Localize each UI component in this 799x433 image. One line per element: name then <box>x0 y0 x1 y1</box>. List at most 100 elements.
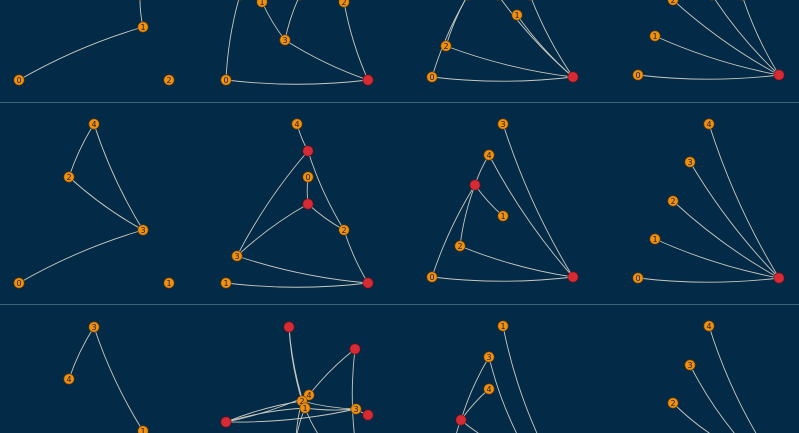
graph-node-special <box>455 414 467 426</box>
graph-node-label: 0 <box>16 76 21 85</box>
graph-node <box>220 277 232 289</box>
graph-node-label: 1 <box>140 427 145 433</box>
graph-node-label: 3 <box>486 353 491 362</box>
graph-node-special <box>469 179 481 191</box>
graph-panel: 341 <box>63 321 149 433</box>
graph-node-label: 4 <box>706 322 711 331</box>
graph-node-label: 2 <box>166 76 171 85</box>
graph-node-label: 1 <box>259 0 264 7</box>
graph-node <box>426 271 438 283</box>
graph-node <box>649 233 661 245</box>
graph-node <box>63 171 75 183</box>
graph-edge <box>307 203 345 231</box>
graph-edge <box>531 0 574 78</box>
graph-node <box>497 118 509 130</box>
graph-node <box>163 74 175 86</box>
graph-node <box>632 69 644 81</box>
graph-edge <box>308 348 356 396</box>
graph-node <box>703 118 715 130</box>
graph-node-label: 0 <box>429 73 434 82</box>
graph-node <box>13 277 25 289</box>
graph-edge <box>225 79 369 85</box>
graph-edge <box>68 123 95 178</box>
graph-node <box>291 118 303 130</box>
graph-node-label: 3 <box>687 158 692 167</box>
graph-node <box>88 118 100 130</box>
graph-node <box>440 40 452 52</box>
graph-node <box>483 149 495 161</box>
graph-edge <box>708 123 780 279</box>
graph-edge <box>654 35 780 76</box>
graph-node-label: 2 <box>670 399 675 408</box>
graph-node <box>483 351 495 363</box>
graph-node <box>88 321 100 333</box>
graph-panel: 134 <box>455 320 538 433</box>
graph-edge <box>343 1 369 81</box>
graph-node <box>279 34 291 46</box>
graph-node <box>338 224 350 236</box>
graph-node <box>137 21 149 33</box>
graph-edge <box>236 255 369 284</box>
graph-edge <box>93 123 144 231</box>
graph-edge <box>689 161 780 279</box>
graph-node-label: 1 <box>166 279 171 288</box>
graph-node-label: 4 <box>486 385 491 394</box>
graph-node-label: 3 <box>353 405 358 414</box>
graph-edge <box>474 184 504 217</box>
graph-edge <box>225 282 369 288</box>
graph-edge <box>351 348 356 433</box>
graph-node <box>483 383 495 395</box>
graph-node-label: 3 <box>687 361 692 370</box>
graph-node <box>703 320 715 332</box>
graph-edge <box>225 407 306 423</box>
graph-node-special <box>567 271 579 283</box>
graph-node <box>303 389 315 401</box>
graph-node <box>426 71 438 83</box>
graph-node-special <box>773 272 785 284</box>
graph-node <box>497 210 509 222</box>
graph-edge <box>343 229 369 284</box>
graph-node-special <box>302 145 314 157</box>
graph-node <box>667 397 679 409</box>
graph-edge <box>225 408 357 423</box>
graph-edge <box>225 0 240 81</box>
graph-node <box>220 74 232 86</box>
graph-edge <box>460 356 490 421</box>
graph-node-special <box>362 74 374 86</box>
graph-node-label: 2 <box>670 0 675 5</box>
graph-node <box>454 240 466 252</box>
graph-node-label: 4 <box>91 120 96 129</box>
graph-node-label: 3 <box>500 120 505 129</box>
graph-edge <box>445 0 466 47</box>
graph-node <box>299 402 311 414</box>
graph-node-label: 1 <box>140 23 145 32</box>
graph-panel: 210 <box>632 0 785 81</box>
graph-node <box>338 0 350 8</box>
graph-edge <box>68 326 95 380</box>
graph-node-label: 3 <box>234 252 239 261</box>
graph-edge <box>502 325 538 433</box>
graph-node-label: 0 <box>305 173 310 182</box>
graph-node-label: 2 <box>299 397 304 406</box>
graph-node-label: 0 <box>16 279 21 288</box>
graph-node <box>667 195 679 207</box>
graph-node-label: 1 <box>514 11 519 20</box>
graph-edge <box>236 150 309 257</box>
graph-node <box>684 359 696 371</box>
graph-edge <box>445 45 574 78</box>
graph-node-label: 1 <box>223 279 228 288</box>
graph-node-label: 4 <box>66 375 71 384</box>
graph-node <box>684 156 696 168</box>
graph-node-label: 0 <box>635 274 640 283</box>
graph-node <box>13 74 25 86</box>
graph-node-label: 2 <box>670 197 675 206</box>
graph-edge <box>261 1 286 41</box>
graph-node-label: 2 <box>457 242 462 251</box>
graph-edge <box>459 184 476 247</box>
graph-node-special <box>362 277 374 289</box>
graph-node <box>256 0 268 8</box>
